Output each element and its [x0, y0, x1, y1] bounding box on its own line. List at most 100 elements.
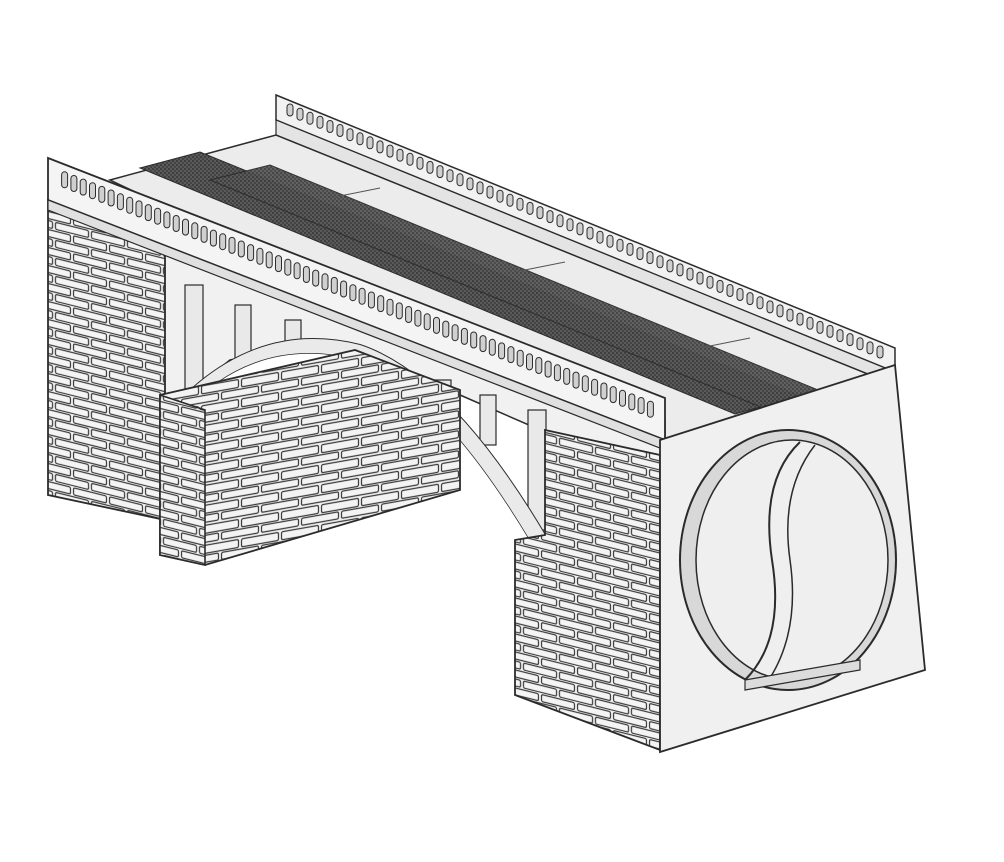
- baluster-opening: [616, 238, 624, 252]
- baluster-opening: [79, 178, 87, 196]
- baluster-opening: [726, 284, 734, 297]
- near-parapet: [47, 156, 666, 451]
- parapet-baluster-openings: [61, 171, 654, 418]
- baluster-opening: [600, 382, 608, 400]
- baluster-opening: [296, 107, 304, 121]
- baluster-opening: [846, 333, 854, 347]
- baluster-opening: [237, 240, 245, 258]
- baluster-opening: [619, 389, 626, 407]
- baluster-opening: [470, 331, 478, 349]
- baluster-opening: [451, 324, 459, 342]
- baluster-opening: [476, 181, 484, 195]
- baluster-opening: [816, 320, 824, 334]
- baluster-opening: [686, 267, 694, 281]
- baluster-opening: [405, 306, 413, 323]
- baluster-opening: [606, 234, 614, 248]
- baluster-opening: [581, 375, 589, 393]
- baluster-opening: [637, 397, 645, 414]
- baluster-opening: [376, 140, 384, 154]
- baluster-opening: [776, 304, 784, 318]
- far-parapet-openings: [286, 103, 884, 359]
- baluster-opening: [89, 182, 96, 200]
- baluster-opening: [716, 279, 724, 293]
- left-pier-inner: [159, 349, 461, 566]
- baluster-opening: [107, 189, 115, 207]
- baluster-opening: [286, 103, 294, 117]
- baluster-opening: [228, 236, 236, 254]
- baluster-opening: [746, 292, 754, 306]
- baluster-opening: [126, 196, 134, 214]
- baluster-opening: [98, 185, 106, 203]
- baluster-opening: [284, 258, 292, 276]
- tunnel-portal-block: [659, 363, 926, 754]
- baluster-opening: [696, 271, 704, 285]
- baluster-opening: [506, 193, 514, 207]
- baluster-opening: [61, 171, 69, 189]
- baluster-opening: [479, 335, 487, 353]
- baluster-opening: [646, 251, 654, 265]
- baluster-opening: [766, 300, 774, 314]
- baluster-opening: [736, 288, 744, 301]
- baluster-opening: [636, 247, 644, 261]
- baluster-opening: [806, 316, 814, 330]
- baluster-opening: [256, 247, 264, 265]
- baluster-opening: [576, 222, 584, 236]
- baluster-opening: [423, 313, 431, 331]
- baluster-opening: [628, 393, 636, 411]
- baluster-opening: [200, 225, 208, 243]
- baluster-opening: [876, 345, 884, 359]
- baluster-opening: [349, 284, 357, 302]
- baluster-opening: [414, 309, 422, 327]
- baluster-opening: [656, 255, 664, 269]
- baluster-opening: [572, 371, 580, 389]
- baluster-opening: [536, 206, 544, 220]
- baluster-opening: [275, 255, 282, 273]
- baluster-opening: [786, 308, 794, 322]
- baluster-opening: [526, 353, 533, 371]
- baluster-opening: [209, 229, 217, 247]
- baluster-opening: [70, 175, 78, 192]
- baluster-opening: [466, 177, 474, 191]
- baluster-opening: [316, 115, 324, 129]
- baluster-opening: [796, 312, 804, 326]
- baluster-opening: [154, 207, 162, 225]
- baluster-opening: [326, 120, 334, 133]
- baluster-opening: [358, 287, 366, 305]
- baluster-opening: [386, 144, 394, 158]
- baluster-opening: [336, 124, 344, 137]
- baluster-opening: [340, 280, 348, 298]
- baluster-opening: [406, 152, 414, 166]
- baluster-opening: [191, 222, 199, 240]
- baluster-opening: [866, 341, 874, 355]
- baluster-opening: [116, 193, 124, 211]
- baluster-opening: [293, 262, 301, 280]
- baluster-opening: [826, 324, 834, 338]
- baluster-opening: [144, 204, 152, 222]
- baluster-opening: [507, 346, 515, 364]
- baluster-opening: [609, 386, 617, 404]
- baluster-opening: [247, 244, 255, 262]
- baluster-opening: [312, 269, 320, 287]
- deck: [107, 134, 898, 446]
- baluster-opening: [377, 295, 385, 313]
- baluster-opening: [596, 230, 604, 244]
- baluster-opening: [666, 259, 674, 273]
- baluster-opening: [386, 298, 394, 316]
- baluster-opening: [366, 136, 374, 150]
- baluster-opening: [546, 210, 554, 224]
- baluster-opening: [676, 263, 684, 277]
- baluster-opening: [591, 378, 599, 396]
- baluster-opening: [395, 302, 403, 320]
- baluster-opening: [446, 169, 454, 183]
- baluster-opening: [356, 132, 364, 146]
- baluster-opening: [756, 296, 764, 310]
- baluster-opening: [396, 148, 404, 162]
- baluster-opening: [306, 111, 314, 125]
- baluster-opening: [436, 165, 444, 179]
- baluster-opening: [426, 160, 434, 174]
- baluster-opening: [135, 200, 143, 218]
- baluster-opening: [330, 276, 338, 294]
- baluster-opening: [163, 211, 171, 229]
- baluster-opening: [706, 275, 714, 289]
